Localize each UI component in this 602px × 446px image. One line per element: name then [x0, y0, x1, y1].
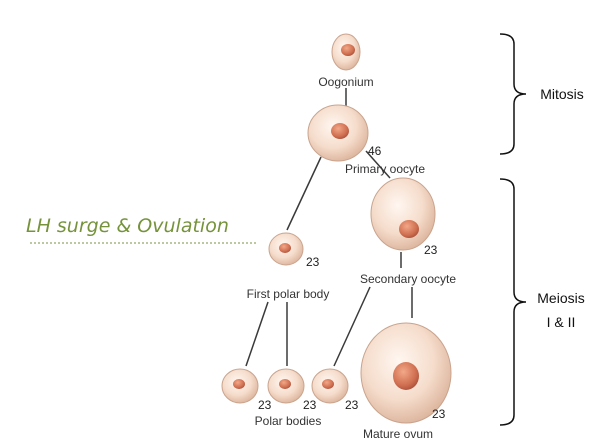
oogonium-label: Oogonium [318, 75, 373, 89]
polar-body-3-number: 23 [345, 398, 359, 412]
edge-primary-firstpolar [286, 156, 322, 231]
polar-body-2-number: 23 [303, 398, 317, 412]
mitosis-brace [499, 33, 527, 155]
mature-ovum-number: 23 [432, 407, 446, 421]
primary-oocyte-number: 46 [368, 144, 382, 158]
first-polar-body-label: First polar body [247, 287, 330, 301]
meiosis-brace [499, 178, 527, 426]
mature-ovum-nucleus [393, 362, 419, 390]
primary-oocyte-label: Primary oocyte [345, 162, 425, 176]
mitosis-label: Mitosis [540, 86, 584, 102]
edge-primary-secondary [365, 150, 391, 179]
polar-body-3-nucleus [322, 379, 334, 389]
oogonium-cell [331, 33, 361, 71]
meiosis-label: Meiosis [537, 290, 584, 306]
primary-oocyte-cell [307, 104, 369, 162]
first-polar-body-nucleus [279, 243, 291, 253]
polar-body-3-cell [311, 368, 349, 404]
polar-body-2-nucleus [279, 379, 291, 389]
mature-ovum-cell [360, 322, 452, 424]
lineage-lines [245, 88, 413, 367]
first-polar-body-number: 23 [306, 255, 320, 269]
meiosis-sublabel: I & II [547, 314, 576, 330]
secondary-oocyte-nucleus [399, 220, 419, 238]
mature-ovum-label: Mature ovum [363, 427, 433, 441]
secondary-oocyte-label: Secondary oocyte [360, 272, 456, 286]
lh-surge-annotation: LH surge & Ovulation [26, 215, 229, 237]
edge-secondary-polar3 [333, 286, 371, 367]
edge-firstpolar-polar1 [245, 301, 269, 367]
secondary-oocyte-number: 23 [424, 243, 438, 257]
polar-body-1-number: 23 [258, 398, 272, 412]
polar-body-1-nucleus [233, 379, 245, 389]
oogonium-nucleus [341, 44, 355, 56]
polar-body-1-cell [221, 368, 259, 404]
polar-bodies-label: Polar bodies [255, 414, 322, 428]
primary-oocyte-nucleus [331, 123, 349, 139]
secondary-oocyte-cell [370, 177, 436, 251]
polar-body-2-cell [267, 368, 305, 404]
first-polar-body-cell [268, 232, 304, 266]
